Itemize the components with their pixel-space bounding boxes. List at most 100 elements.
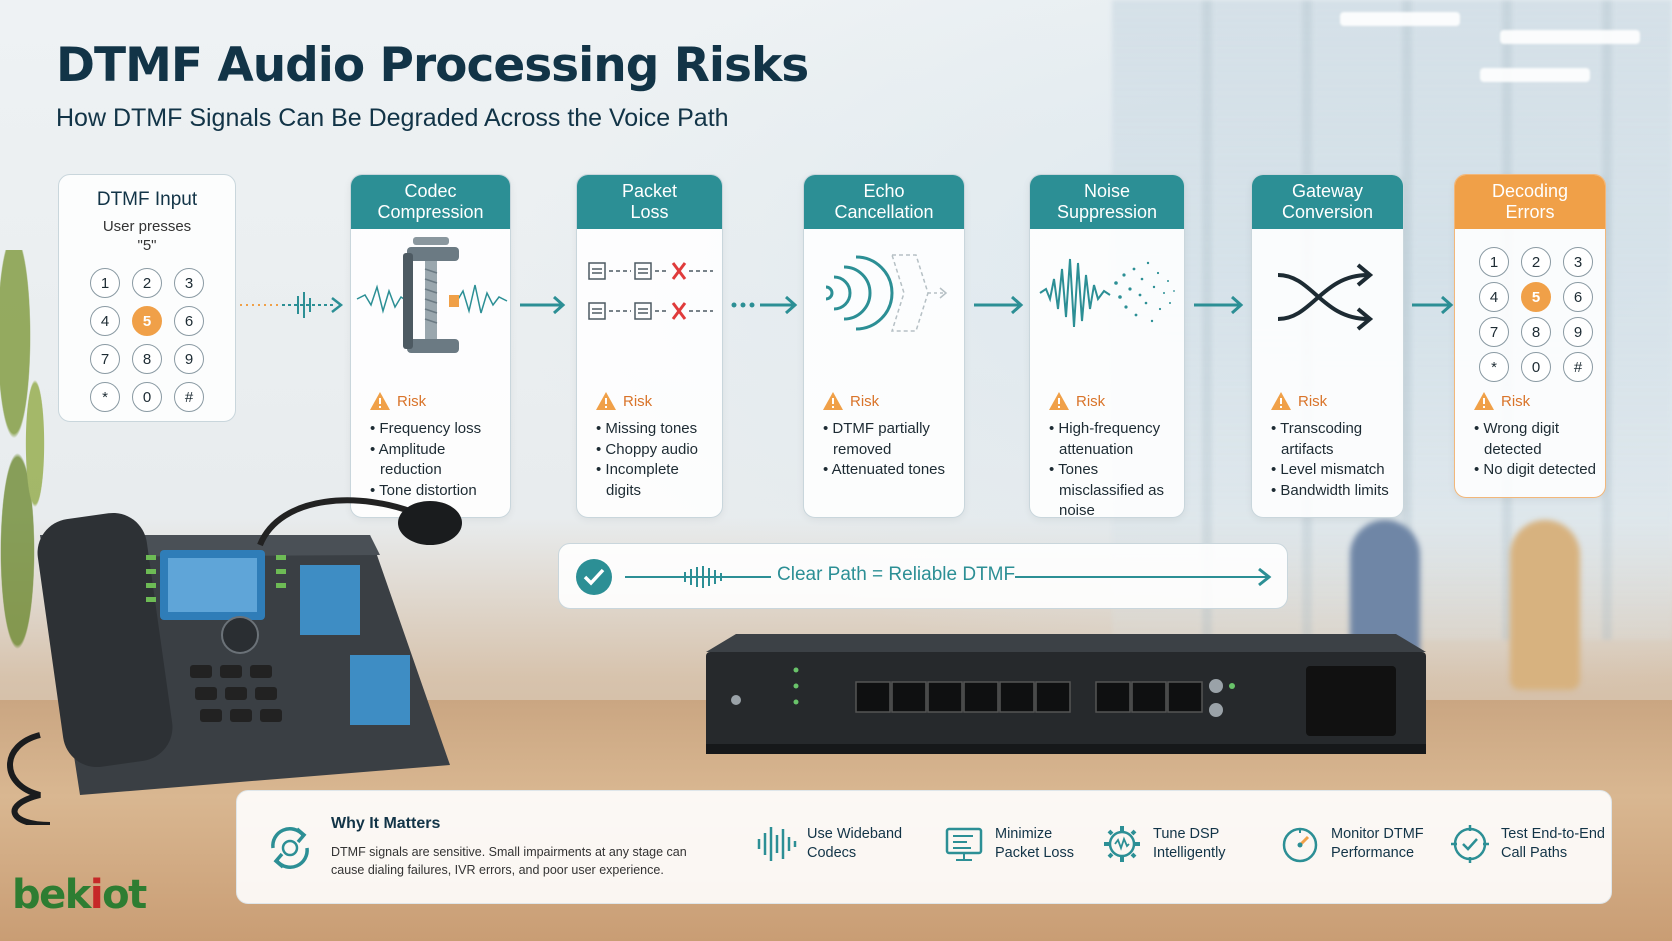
- risk-bullet: Tones misclassified as noise: [1048, 460, 1178, 517]
- tip-label: Monitor DTMF Performance: [1331, 826, 1424, 861]
- dtmf-input-subtitle: User presses "5": [102, 218, 192, 254]
- clear-path-label: Clear Path = Reliable DTMF: [777, 564, 1016, 585]
- keypad-key: 4: [1479, 282, 1509, 312]
- risk-label: Risk: [595, 391, 652, 411]
- risk-bullet: No digit detected: [1473, 460, 1599, 481]
- risk-bullet: DTMF partially removed: [822, 419, 958, 460]
- keypad-key: 1: [1479, 247, 1509, 277]
- risk-bullets: Frequency loss Amplitude reduction Tone …: [369, 419, 504, 501]
- ceiling-light: [1500, 30, 1640, 44]
- page-title: DTMF Audio Processing Risks: [56, 38, 809, 93]
- keypad-key: 8: [1521, 317, 1551, 347]
- risk-bullets: Missing tones Choppy audio Incomplete di…: [595, 419, 716, 501]
- keypad-key: 6: [1563, 282, 1593, 312]
- background-person: [1510, 520, 1580, 690]
- check-circle-icon: [576, 559, 612, 595]
- tip-use-wideband-codecs: Use Wideband Codecs: [755, 823, 902, 865]
- path-check-icon: [1451, 825, 1489, 863]
- stage-card-echo-cancellation: Echo Cancellation Risk DTMF partially re…: [803, 174, 965, 518]
- risk-bullet: Bandwidth limits: [1270, 481, 1397, 502]
- ceiling-light: [1480, 68, 1590, 82]
- flow-arrow-icon: [731, 295, 798, 315]
- monitor-packets-icon: [945, 827, 983, 861]
- flow-arrow-icon: [520, 295, 566, 315]
- gear-wave-icon: [1104, 826, 1140, 862]
- keypad-key-active: 5: [132, 306, 162, 336]
- warning-icon: [823, 392, 843, 410]
- stage-title: Noise Suppression: [1030, 175, 1184, 229]
- warning-icon: [370, 392, 390, 410]
- long-arrow-icon: [1015, 567, 1272, 587]
- keypad-key: 1: [90, 268, 120, 298]
- tip-label: Tune DSP Intelligently: [1153, 826, 1226, 861]
- input-keypad: 1 2 3 4 5 6 7 8 9 * 0 #: [90, 268, 204, 412]
- risk-bullet: Tone distortion: [369, 481, 504, 502]
- stage-title: Codec Compression: [351, 175, 510, 229]
- dtmf-input-title: DTMF Input: [96, 189, 198, 210]
- flow-arrow-icon: [1412, 295, 1454, 315]
- clean-waveform-icon: [625, 566, 771, 588]
- risk-text: Risk: [850, 392, 880, 410]
- keypad-key: 6: [174, 306, 204, 336]
- keypad-key: 3: [174, 268, 204, 298]
- risk-label: Risk: [369, 391, 426, 411]
- tip-minimize-packet-loss: Minimize Packet Loss: [943, 823, 1074, 865]
- cycle-warning-icon: [271, 827, 309, 869]
- packet-drop-icon: [588, 262, 713, 320]
- keypad-key: *: [1479, 352, 1509, 382]
- output-keypad: 1 2 3 4 5 6 7 8 9 * 0 #: [1479, 247, 1593, 382]
- risk-bullet: Amplitude reduction: [369, 440, 504, 481]
- keypad-key: 9: [174, 344, 204, 374]
- risk-bullet: High-frequency attenuation: [1048, 419, 1178, 460]
- tip-label: Use Wideband Codecs: [807, 826, 903, 861]
- why-title: Why It Matters: [331, 815, 441, 832]
- stage-title: Packet Loss: [577, 175, 722, 229]
- risk-bullet: Wrong digit detected: [1473, 419, 1599, 460]
- tip-label: Test End-to-End Call Paths: [1501, 826, 1605, 861]
- risk-bullet: Incomplete digits: [595, 460, 716, 501]
- keypad-key: 0: [1521, 352, 1551, 382]
- tip-monitor-dtmf-performance: Monitor DTMF Performance: [1279, 823, 1424, 865]
- risk-text: Risk: [1501, 392, 1531, 410]
- tip-label: Minimize Packet Loss: [995, 826, 1074, 861]
- risk-bullet: Missing tones: [595, 419, 716, 440]
- warning-icon: [1271, 392, 1291, 410]
- warning-icon: [1474, 392, 1494, 410]
- risk-label: Risk: [822, 391, 879, 411]
- risk-bullets: High-frequency attenuation Tones misclas…: [1048, 419, 1178, 517]
- stage-card-gateway-conversion: Gateway Conversion Risk Transcoding arti…: [1251, 174, 1404, 518]
- keypad-key: 8: [132, 344, 162, 374]
- keypad-key: 0: [132, 382, 162, 412]
- ip-phone-image: [7, 497, 462, 825]
- keypad-key: 4: [90, 306, 120, 336]
- risk-text: Risk: [1298, 392, 1328, 410]
- clamp-compression-icon: [356, 237, 508, 353]
- risk-bullet: Attenuated tones: [822, 460, 958, 481]
- keypad-key: 2: [132, 268, 162, 298]
- risk-bullet: Choppy audio: [595, 440, 716, 461]
- bekiot-logo: bekiot: [12, 872, 147, 918]
- gateway-router-image: [706, 634, 1426, 754]
- risk-bullets: Transcoding artifacts Level mismatch Ban…: [1270, 419, 1397, 501]
- risk-bullet: Frequency loss: [369, 419, 504, 440]
- keypad-key: *: [90, 382, 120, 412]
- waveform-icon: [757, 827, 797, 861]
- risk-label: Risk: [1473, 391, 1530, 411]
- ceiling-light: [1340, 12, 1460, 26]
- risk-bullets: DTMF partially removed Attenuated tones: [822, 419, 958, 481]
- flow-arrow-icon: [1194, 295, 1244, 315]
- keypad-key: 7: [1479, 317, 1509, 347]
- keypad-key: 9: [1563, 317, 1593, 347]
- risk-bullet: Level mismatch: [1270, 460, 1397, 481]
- dtmf-input-card: DTMF Input User presses "5" 1 2 3 4 5 6 …: [58, 174, 236, 422]
- risk-bullet: Transcoding artifacts: [1270, 419, 1397, 460]
- keypad-key: 3: [1563, 247, 1593, 277]
- signal-arrow-icon: [240, 292, 344, 318]
- tip-tune-dsp-intelligently: Tune DSP Intelligently: [1101, 823, 1226, 865]
- tip-test-end-to-end-call-paths: Test End-to-End Call Paths: [1449, 823, 1605, 865]
- stage-title: Gateway Conversion: [1252, 175, 1403, 229]
- keypad-key-active: 5: [1521, 282, 1551, 312]
- stage-card-codec-compression: Codec Compression Risk Frequency loss Am…: [350, 174, 511, 518]
- risk-label: Risk: [1270, 391, 1327, 411]
- keypad-key: 7: [90, 344, 120, 374]
